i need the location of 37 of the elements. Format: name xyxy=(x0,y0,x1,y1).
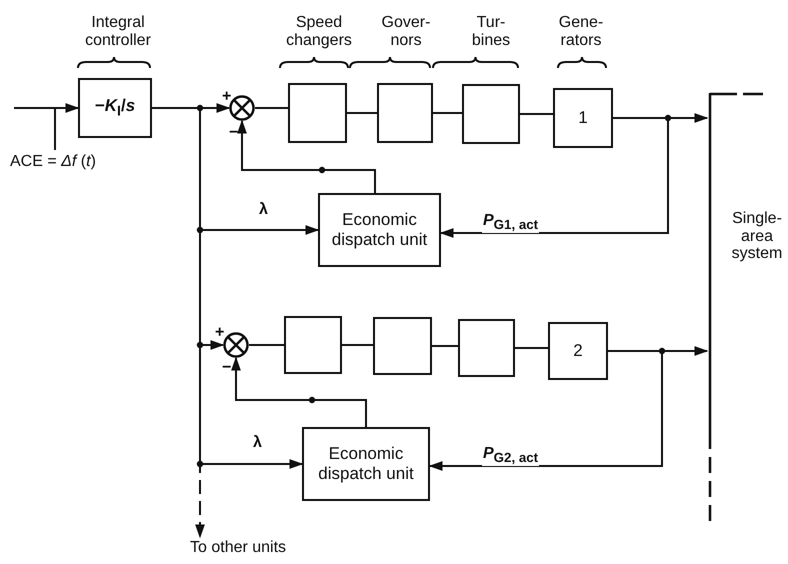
output-label: To other units xyxy=(190,538,286,558)
block-heading: Single- area system xyxy=(730,210,784,263)
block-box xyxy=(288,83,347,143)
block-label: −K$_{I}$/s xyxy=(94,96,136,120)
block-heading: Tur- bines xyxy=(470,14,512,50)
block-box xyxy=(318,193,441,267)
block-label: Economic dispatch unit xyxy=(330,210,428,250)
block-heading: Integral controller xyxy=(84,14,152,50)
block-label: Economic dispatch unit xyxy=(317,444,415,484)
block-heading: Gover- nors xyxy=(380,14,432,50)
block-box xyxy=(373,317,432,375)
block-box xyxy=(377,83,433,143)
edge-label: P$_{G1, act}$ xyxy=(482,212,540,233)
block-heading: Gene- rators xyxy=(558,14,604,50)
block-box xyxy=(458,319,515,377)
connector-arrow xyxy=(237,120,376,193)
system-bus-line xyxy=(707,93,713,523)
leader-line xyxy=(54,109,56,150)
block-label: 1 xyxy=(578,108,588,128)
block-label: 2 xyxy=(573,341,583,361)
input-signal-label: ACE = Δf (t) xyxy=(10,152,96,172)
sign-label: − xyxy=(222,360,232,376)
input-arrow xyxy=(14,103,80,113)
block-box xyxy=(284,316,342,374)
connector-arrow xyxy=(231,356,367,427)
block-heading: Speed changers xyxy=(285,14,353,50)
block-box xyxy=(302,427,430,501)
sign-label: + xyxy=(215,325,224,341)
sign-label: − xyxy=(229,125,238,141)
block-box xyxy=(553,88,613,148)
edge-label: P$_{G2, act}$ xyxy=(482,445,540,466)
sign-label: + xyxy=(222,89,232,105)
block-box xyxy=(78,78,152,138)
summing-junction xyxy=(229,95,255,121)
block-box xyxy=(548,322,608,380)
block-box xyxy=(462,84,520,144)
summing-junction xyxy=(223,332,249,358)
